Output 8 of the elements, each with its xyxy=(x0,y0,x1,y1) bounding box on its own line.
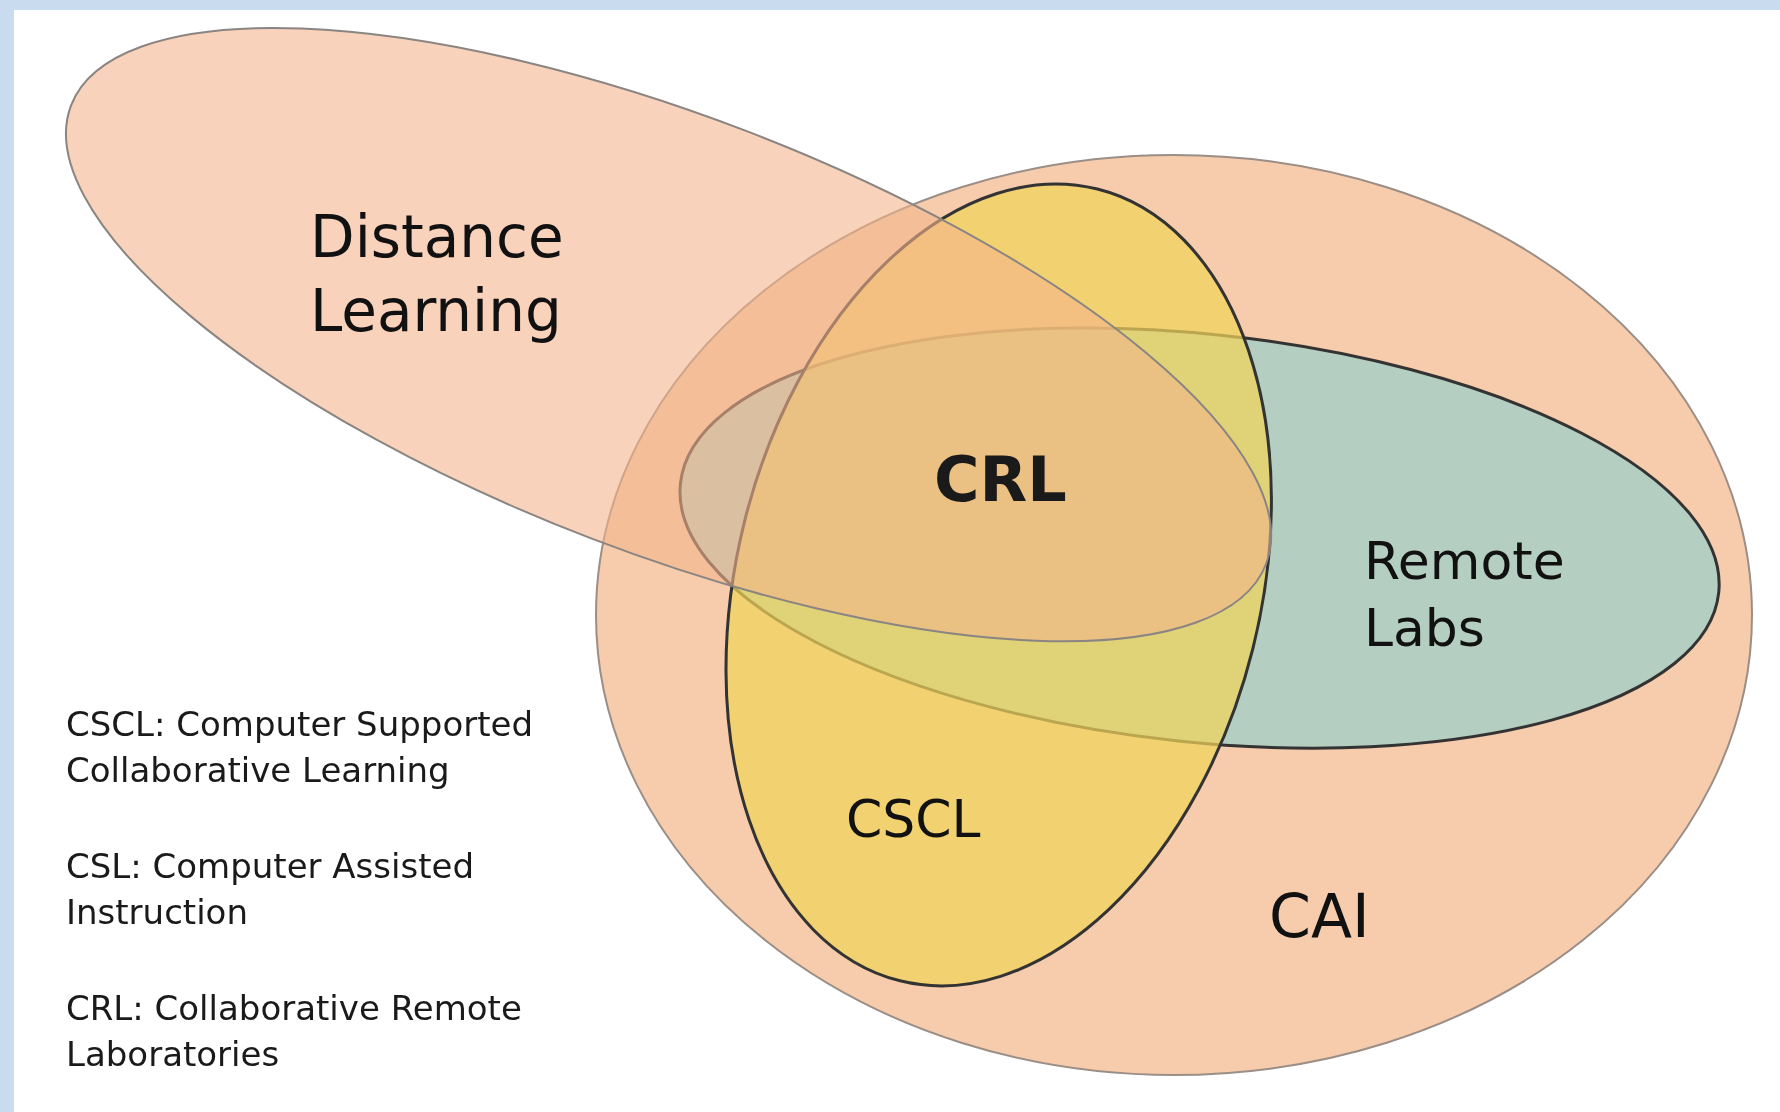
definition-note: CRL: Collaborative Remote Laboratories xyxy=(66,987,523,1076)
set-label: Distance Learning xyxy=(310,202,565,348)
set-label: CAI xyxy=(1269,880,1371,953)
set-label: Remote Labs xyxy=(1364,530,1566,660)
set-label: CSCL xyxy=(846,788,982,851)
intersection-label: CRL xyxy=(934,442,1068,518)
definition-note: CSCL: Computer Supported Collaborative Learning xyxy=(66,703,534,792)
definition-note: CSL: Computer Assisted Instruction xyxy=(66,845,476,934)
